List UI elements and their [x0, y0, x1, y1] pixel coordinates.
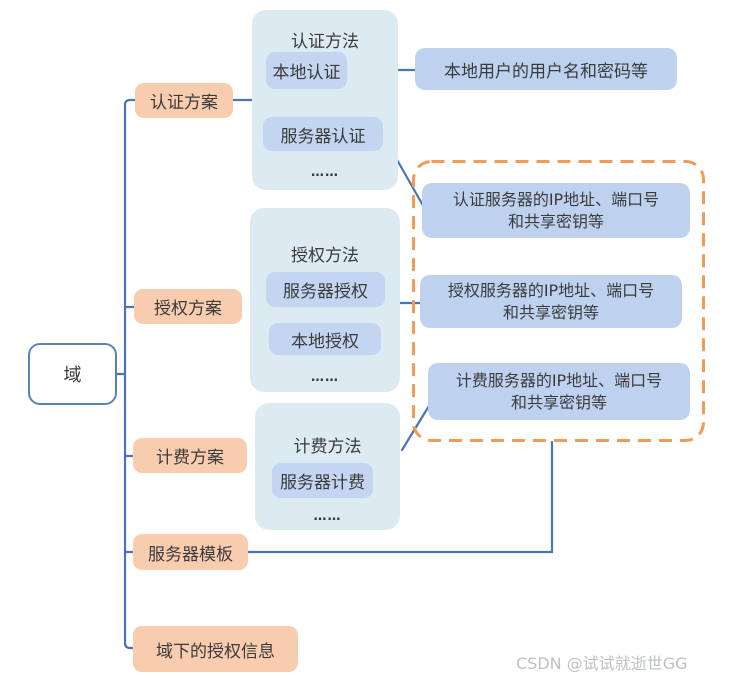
note-auth-server-line1: 认证服务器的IP地址、端口号: [452, 190, 660, 210]
group-acct-methods: 计费方法 服务器计费 ……: [255, 403, 400, 530]
note-acct-server-line1: 计费服务器的IP地址、端口号: [455, 371, 663, 391]
node-acct-scheme-label: 计费方案: [156, 448, 224, 468]
dashed-server-group-box: [412, 160, 705, 442]
node-acct-scheme: 计费方案: [133, 438, 247, 473]
node-authz-scheme: 授权方案: [134, 289, 242, 324]
chip-server-auth: 服务器认证: [263, 117, 383, 151]
group-acct-methods-title: 计费方法: [293, 437, 362, 457]
chip-server-authz: 服务器授权: [266, 272, 385, 307]
node-domain-root-label: 域: [63, 365, 82, 386]
group-auth-methods-title: 认证方法: [291, 32, 359, 52]
note-auth-server-line2: 和共享密钥等: [507, 211, 604, 231]
chip-local-authz: 本地授权: [269, 323, 381, 355]
connector-acct-methods-note: [400, 399, 434, 452]
note-local-user: 本地用户的用户名和密码等: [415, 48, 677, 90]
node-domain-root: 域: [28, 343, 117, 405]
chip-server-authz-label: 服务器授权: [283, 282, 368, 302]
node-server-template: 服务器模板: [133, 534, 248, 570]
note-authz-server: 授权服务器的IP地址、端口号 和共享密钥等: [420, 275, 682, 328]
authz-methods-ellipsis: ……: [311, 370, 339, 385]
chip-server-auth-label: 服务器认证: [280, 126, 366, 147]
note-local-user-label: 本地用户的用户名和密码等: [444, 61, 648, 82]
node-server-template-label: 服务器模板: [148, 544, 233, 565]
note-auth-server: 认证服务器的IP地址、端口号 和共享密钥等: [422, 183, 690, 238]
note-authz-server-line2: 和共享密钥等: [502, 302, 599, 322]
chip-server-acct: 服务器计费: [272, 463, 373, 498]
chip-local-authz-label: 本地授权: [291, 331, 359, 352]
node-auth-scheme: 认证方案: [135, 83, 233, 118]
group-authz-methods: 授权方法 服务器授权 本地授权 ……: [250, 208, 400, 392]
chip-local-auth-label: 本地认证: [272, 63, 341, 83]
note-acct-server: 计费服务器的IP地址、端口号 和共享密钥等: [428, 363, 690, 420]
auth-methods-ellipsis: ……: [311, 165, 339, 180]
acct-methods-ellipsis: ……: [313, 509, 342, 524]
node-authz-scheme-label: 授权方案: [154, 299, 222, 319]
group-auth-methods: 认证方法 本地认证 服务器认证 ……: [252, 10, 398, 190]
chip-server-acct-label: 服务器计费: [280, 473, 365, 493]
connector-server-template-group: [246, 440, 554, 554]
note-acct-server-line2: 和共享密钥等: [510, 392, 607, 412]
csdn-watermark: CSDN @试试就逝世GG: [516, 654, 688, 673]
node-domain-authz-info: 域下的授权信息: [133, 626, 298, 672]
connector-server-auth-note: [394, 156, 427, 211]
node-auth-scheme-label: 认证方案: [150, 93, 218, 113]
note-authz-server-line1: 授权服务器的IP地址、端口号: [447, 281, 655, 301]
chip-local-auth: 本地认证: [266, 52, 347, 89]
node-domain-authz-info-label: 域下的授权信息: [156, 641, 275, 662]
group-authz-methods-title: 授权方法: [291, 246, 359, 266]
